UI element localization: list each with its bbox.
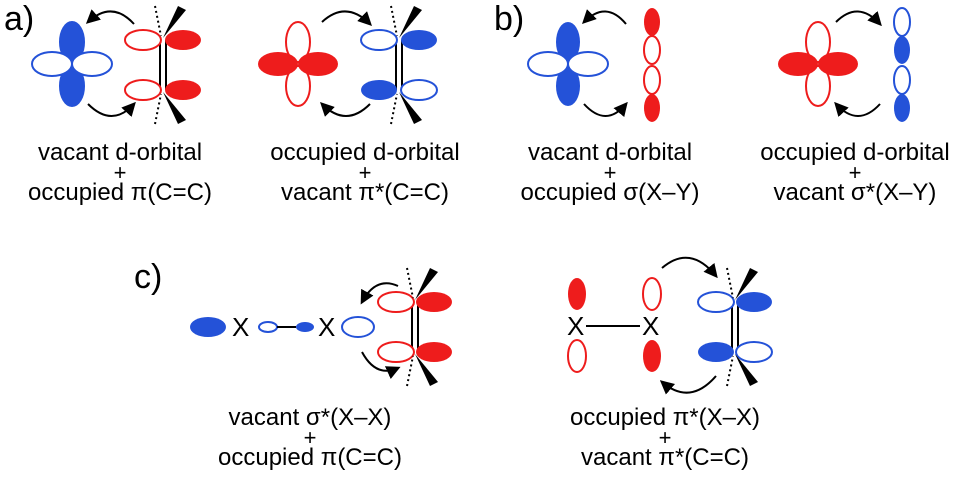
c-left-alkene-pi: [377, 267, 452, 387]
caption-line1: vacant d-orbital: [527, 139, 693, 166]
a-right-caption: occupied d-orbital + vacant π*(C=C): [250, 140, 480, 206]
caption-line2: vacant σ*(X–Y): [773, 179, 937, 206]
caption-line1: vacant σ*(X–X): [228, 404, 392, 431]
caption-plus: +: [603, 160, 617, 185]
b-right-sigmastar-bond: [893, 7, 911, 122]
panel-b-label: b): [494, 0, 525, 38]
caption-line2: occupied π(C=C): [28, 179, 212, 206]
c-right-caption: occupied π*(X–X) + vacant π*(C=C): [545, 405, 785, 471]
c-right-arrow-bottom: [659, 375, 717, 395]
a-right-arrow-bottom: [320, 102, 371, 117]
b-left-sigma-bond: [643, 8, 661, 122]
b-right-arrow-top: [835, 10, 882, 27]
c-left-arrow-top: [360, 282, 399, 305]
caption-plus: +: [658, 425, 672, 450]
c-right-alkene-pistar: [697, 267, 773, 387]
a-left-alkene-pi: [124, 5, 201, 125]
caption-line2: vacant π*(C=C): [581, 444, 749, 471]
c-left-sigmastar-xx: X X: [190, 312, 375, 342]
caption-plus: +: [113, 160, 127, 185]
caption-line2: occupied σ(X–Y): [520, 179, 700, 206]
c-left-caption: vacant σ*(X–X) + occupied π(C=C): [190, 405, 430, 471]
caption-line2: vacant π*(C=C): [281, 179, 449, 206]
b-left-arrow-bottom: [583, 101, 628, 118]
c-left-atom-x1: X: [232, 312, 249, 342]
b-right-d-orbital: [778, 21, 858, 107]
caption-line1: vacant d-orbital: [37, 139, 203, 166]
a-right-arrow-top: [321, 10, 372, 26]
a-right-alkene-pistar: [360, 5, 438, 125]
caption-plus: +: [358, 160, 372, 185]
c-left-atom-x2: X: [318, 312, 335, 342]
c-right-arrow-top: [661, 256, 718, 279]
caption-line1: occupied d-orbital: [760, 139, 950, 166]
caption-line2: occupied π(C=C): [218, 444, 402, 471]
caption-line1: occupied d-orbital: [270, 139, 460, 166]
b-left-caption: vacant d-orbital + occupied σ(X–Y): [490, 140, 730, 206]
b-left-arrow-top: [582, 9, 627, 25]
c-left-arrow-bottom: [361, 351, 401, 380]
b-right-arrow-bottom: [834, 101, 881, 117]
a-left-arrow-bottom: [87, 101, 136, 117]
c-right-atom-x2: X: [642, 311, 659, 341]
panel-a-label: a): [4, 0, 35, 38]
caption-line1: occupied π*(X–X): [570, 404, 760, 431]
a-left-caption: vacant d-orbital + occupied π(C=C): [0, 140, 240, 206]
caption-plus: +: [848, 160, 862, 185]
caption-plus: +: [303, 425, 317, 450]
c-right-pistar-xx: X X: [567, 277, 662, 373]
panel-c-label: c): [134, 258, 163, 296]
a-right-d-orbital: [258, 21, 338, 107]
b-right-caption: occupied d-orbital + vacant σ*(X–Y): [740, 140, 970, 206]
b-left-d-orbital: [527, 22, 609, 106]
a-left-arrow-top: [85, 9, 135, 25]
a-left-d-orbital: [31, 21, 113, 107]
c-right-atom-x1: X: [567, 311, 584, 341]
